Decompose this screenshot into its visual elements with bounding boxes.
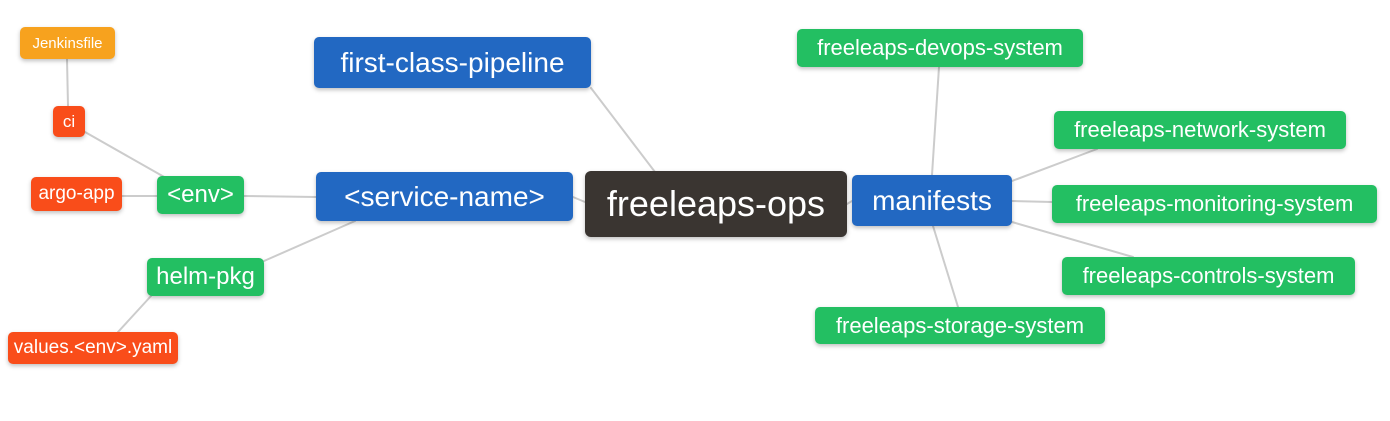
node-argo-app[interactable]: argo-app <box>31 177 122 211</box>
edge-service-name-root <box>572 196 586 203</box>
edge-helm-pkg-service-name <box>263 220 356 262</box>
node-jenkinsfile[interactable]: Jenkinsfile <box>20 27 115 59</box>
edge-manifests-controls <box>1011 221 1134 258</box>
edge-env-service-name <box>243 195 317 198</box>
edge-manifests-monitoring <box>1011 200 1053 203</box>
node-env[interactable]: <env> <box>157 176 244 214</box>
edge-pipeline-root <box>590 87 656 173</box>
edge-ci-env <box>84 131 167 179</box>
edge-values-helm-pkg <box>117 295 152 333</box>
node-freeleaps-devops-system[interactable]: freeleaps-devops-system <box>797 29 1083 67</box>
node-freeleaps-monitoring-system[interactable]: freeleaps-monitoring-system <box>1052 185 1377 223</box>
edge-manifests-devops <box>931 66 940 176</box>
node-freeleaps-ops-root[interactable]: freeleaps-ops <box>585 171 847 237</box>
edge-manifests-storage <box>932 225 959 308</box>
node-values-env-yaml[interactable]: values.<env>.yaml <box>8 332 178 364</box>
edge-root-manifests <box>846 200 853 205</box>
node-service-name[interactable]: <service-name> <box>316 172 573 221</box>
node-ci[interactable]: ci <box>53 106 85 137</box>
node-helm-pkg[interactable]: helm-pkg <box>147 258 264 296</box>
node-manifests[interactable]: manifests <box>852 175 1012 226</box>
edge-manifests-network <box>1011 148 1098 182</box>
edge-jenkinsfile-ci <box>66 58 69 107</box>
node-freeleaps-network-system[interactable]: freeleaps-network-system <box>1054 111 1346 149</box>
node-freeleaps-controls-system[interactable]: freeleaps-controls-system <box>1062 257 1355 295</box>
node-freeleaps-storage-system[interactable]: freeleaps-storage-system <box>815 307 1105 344</box>
node-first-class-pipeline[interactable]: first-class-pipeline <box>314 37 591 88</box>
